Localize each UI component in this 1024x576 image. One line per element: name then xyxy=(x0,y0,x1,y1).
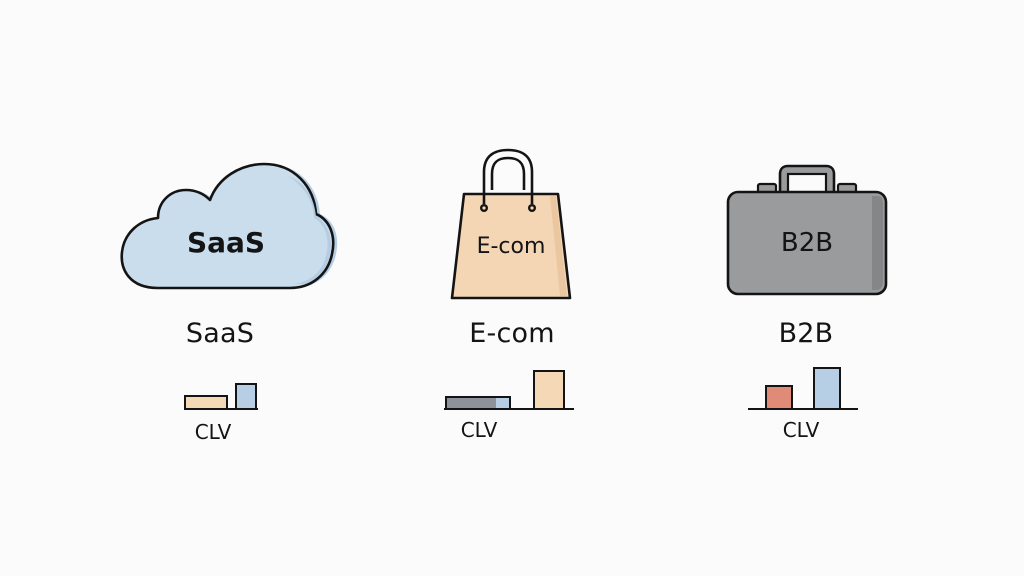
saas-icon-group: SaaS xyxy=(118,160,338,292)
ecom-clv-bar-1 xyxy=(445,396,511,410)
ecom-icon-group: E-com xyxy=(446,148,576,302)
segment-label-b2b: B2B xyxy=(778,318,834,349)
shopping-bag-icon-text: E-com xyxy=(476,234,546,259)
cloud-icon-text: SaaS xyxy=(186,226,266,259)
shopping-bag-icon xyxy=(450,148,572,300)
ecom-clv-bar-2 xyxy=(533,370,565,410)
saas-clv-mini-chart xyxy=(180,380,262,412)
saas-clv-bar-2 xyxy=(235,383,257,410)
segment-label-saas: SaaS xyxy=(185,318,255,349)
cloud-icon xyxy=(120,162,338,290)
saas-clv-label: CLV xyxy=(194,420,232,444)
b2b-clv-mini-chart xyxy=(746,364,860,412)
ecom-clv-mini-chart xyxy=(442,366,576,412)
b2b-clv-bar-2 xyxy=(813,367,841,410)
b2b-icon-group: B2B xyxy=(726,164,888,296)
b2b-clv-label: CLV xyxy=(782,418,820,442)
ecom-clv-label: CLV xyxy=(460,418,498,442)
saas-clv-bar-1 xyxy=(184,395,228,410)
segment-label-ecom: E-com xyxy=(469,318,555,349)
b2b-clv-bar-1 xyxy=(765,385,793,410)
briefcase-icon xyxy=(726,164,888,296)
briefcase-icon-text: B2B xyxy=(780,228,834,258)
